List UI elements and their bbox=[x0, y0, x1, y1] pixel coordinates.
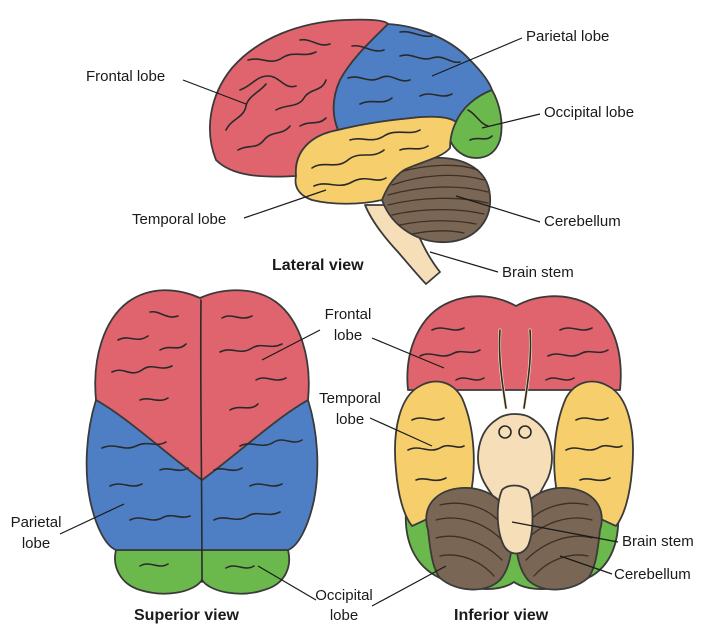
label-frontal-line1: Frontal bbox=[325, 306, 372, 323]
label-parietal-line2: lobe bbox=[22, 535, 50, 552]
lateral-occipital-lobe bbox=[449, 89, 503, 159]
label-lateral-parietal: Parietal lobe bbox=[526, 28, 609, 45]
lateral-temporal-lobe bbox=[294, 115, 457, 205]
superior-view bbox=[85, 289, 319, 595]
inferior-gyri bbox=[407, 327, 623, 482]
label-parietal-line1: Parietal bbox=[11, 514, 62, 531]
label-lateral-cerebellum: Cerebellum bbox=[544, 213, 621, 230]
inferior-view bbox=[394, 295, 634, 591]
leader-lines bbox=[59, 37, 619, 607]
lateral-gyri bbox=[225, 30, 493, 187]
title-lateral-view: Lateral view bbox=[272, 257, 364, 274]
superior-longitudinal-fissure bbox=[199, 299, 203, 583]
label-temporal-line1: Temporal bbox=[319, 390, 381, 407]
label-lateral-frontal: Frontal lobe bbox=[86, 68, 165, 85]
inferior-cerebellum-folia bbox=[435, 502, 593, 577]
lateral-view bbox=[209, 18, 503, 285]
superior-frontal-lobe bbox=[94, 289, 310, 481]
label-lateral-brain-stem: Brain stem bbox=[502, 264, 574, 281]
superior-gyri bbox=[101, 310, 303, 569]
label-lateral-occipital: Occipital lobe bbox=[544, 104, 634, 121]
lateral-cerebellum-folia bbox=[387, 164, 489, 235]
label-inferior-cerebellum: Cerebellum bbox=[614, 566, 691, 583]
inferior-brain-stem-tip bbox=[496, 484, 534, 555]
title-inferior-view: Inferior view bbox=[454, 607, 549, 624]
label-frontal-line2: lobe bbox=[334, 327, 362, 344]
label-lateral-temporal: Temporal lobe bbox=[132, 211, 226, 228]
title-superior-view: Superior view bbox=[134, 607, 239, 624]
labels: Frontal lobe Parietal lobe Occipital lob… bbox=[11, 28, 694, 624]
label-occipital-line2: lobe bbox=[330, 607, 358, 624]
inferior-olfactory-tracts bbox=[497, 328, 533, 439]
label-occipital-line1: Occipital bbox=[315, 587, 373, 604]
label-temporal-line2: lobe bbox=[336, 411, 364, 428]
label-inferior-brain-stem: Brain stem bbox=[622, 533, 694, 550]
inferior-frontal-lobe bbox=[406, 295, 622, 391]
